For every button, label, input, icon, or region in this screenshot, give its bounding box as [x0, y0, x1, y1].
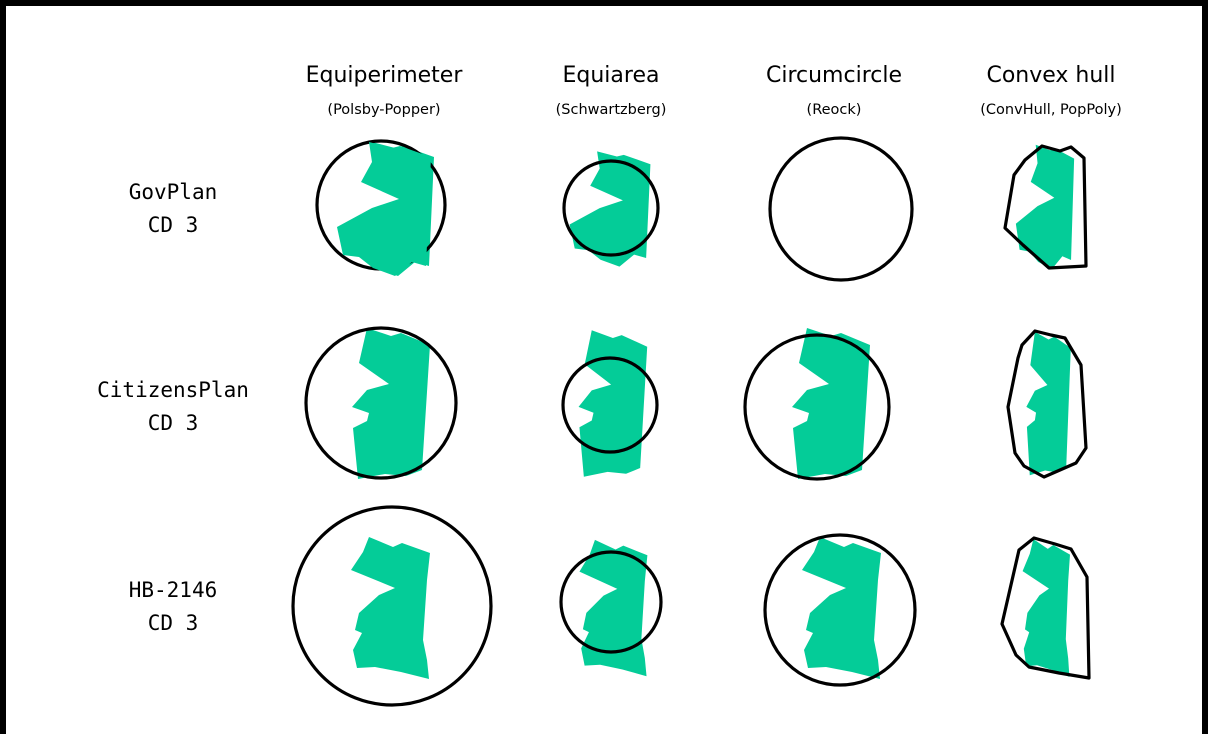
- cell-govplan-equiarea: [562, 151, 660, 267]
- district-shape: [792, 328, 870, 479]
- row-hb2146: [291, 505, 1091, 707]
- convex-hull-outline: [1003, 144, 1088, 270]
- column-subtitle-circumcircle: (Reock): [807, 102, 862, 118]
- district-shape: [352, 328, 430, 479]
- district-shape: [1022, 539, 1070, 677]
- row-label-citizensplan: CitizensPlan: [97, 378, 249, 402]
- cell-citizensplan-convex-hull: [1006, 329, 1088, 479]
- column-headers: Equiperimeter (Polsby-Popper) Equiarea (…: [306, 63, 1122, 118]
- column-subtitle-equiperimeter: (Polsby-Popper): [327, 102, 440, 118]
- row-label-hb2146-district: CD 3: [148, 611, 199, 635]
- cell-hb2146-equiperimeter: [291, 505, 493, 707]
- row-labels: GovPlan CD 3 CitizensPlan CD 3 HB-2146 C…: [97, 180, 249, 635]
- row-label-hb2146: HB-2146: [129, 578, 218, 602]
- circumcircle: [768, 136, 914, 282]
- equiperimeter-circle: [291, 505, 493, 707]
- circumcircle: [743, 333, 891, 481]
- column-title-equiarea: Equiarea: [563, 63, 660, 88]
- district-shape: [337, 142, 431, 276]
- row-label-govplan-district: CD 3: [148, 213, 199, 237]
- row-label-citizensplan-district: CD 3: [148, 411, 199, 435]
- column-subtitle-convex-hull: (ConvHull, PopPoly): [980, 102, 1121, 118]
- column-title-circumcircle: Circumcircle: [766, 63, 902, 88]
- cell-hb2146-circumcircle: [763, 533, 917, 687]
- column-title-equiperimeter: Equiperimeter: [306, 63, 464, 88]
- cell-citizensplan-equiarea: [561, 330, 659, 477]
- convex-hull-outline: [1000, 536, 1091, 680]
- circumcircle: [763, 533, 917, 687]
- row-label-govplan: GovPlan: [129, 180, 218, 204]
- equiperimeter-circle: [304, 326, 458, 480]
- row-govplan: [315, 136, 1088, 282]
- cell-hb2146-convex-hull: [1000, 536, 1091, 680]
- equiarea-circle: [559, 550, 663, 654]
- district-shape: [1026, 331, 1071, 476]
- district-shape: [351, 537, 430, 679]
- cell-hb2146-equiarea: [559, 539, 663, 677]
- equiarea-circle: [561, 356, 659, 454]
- column-subtitle-equiarea: (Schwartzberg): [556, 102, 667, 118]
- equiarea-circle: [562, 159, 660, 257]
- column-title-convex-hull: Convex hull: [986, 63, 1115, 88]
- cell-citizensplan-circumcircle: [743, 328, 891, 481]
- cell-govplan-convex-hull: [1003, 144, 1088, 270]
- district-shape: [802, 537, 881, 679]
- cell-govplan-circumcircle: [337, 136, 914, 282]
- row-citizensplan: [304, 326, 1088, 481]
- district-shape: [578, 330, 648, 477]
- convex-hull-outline: [1006, 329, 1088, 479]
- cell-citizensplan-equiperimeter: [304, 326, 458, 480]
- district-shape: [1015, 144, 1075, 270]
